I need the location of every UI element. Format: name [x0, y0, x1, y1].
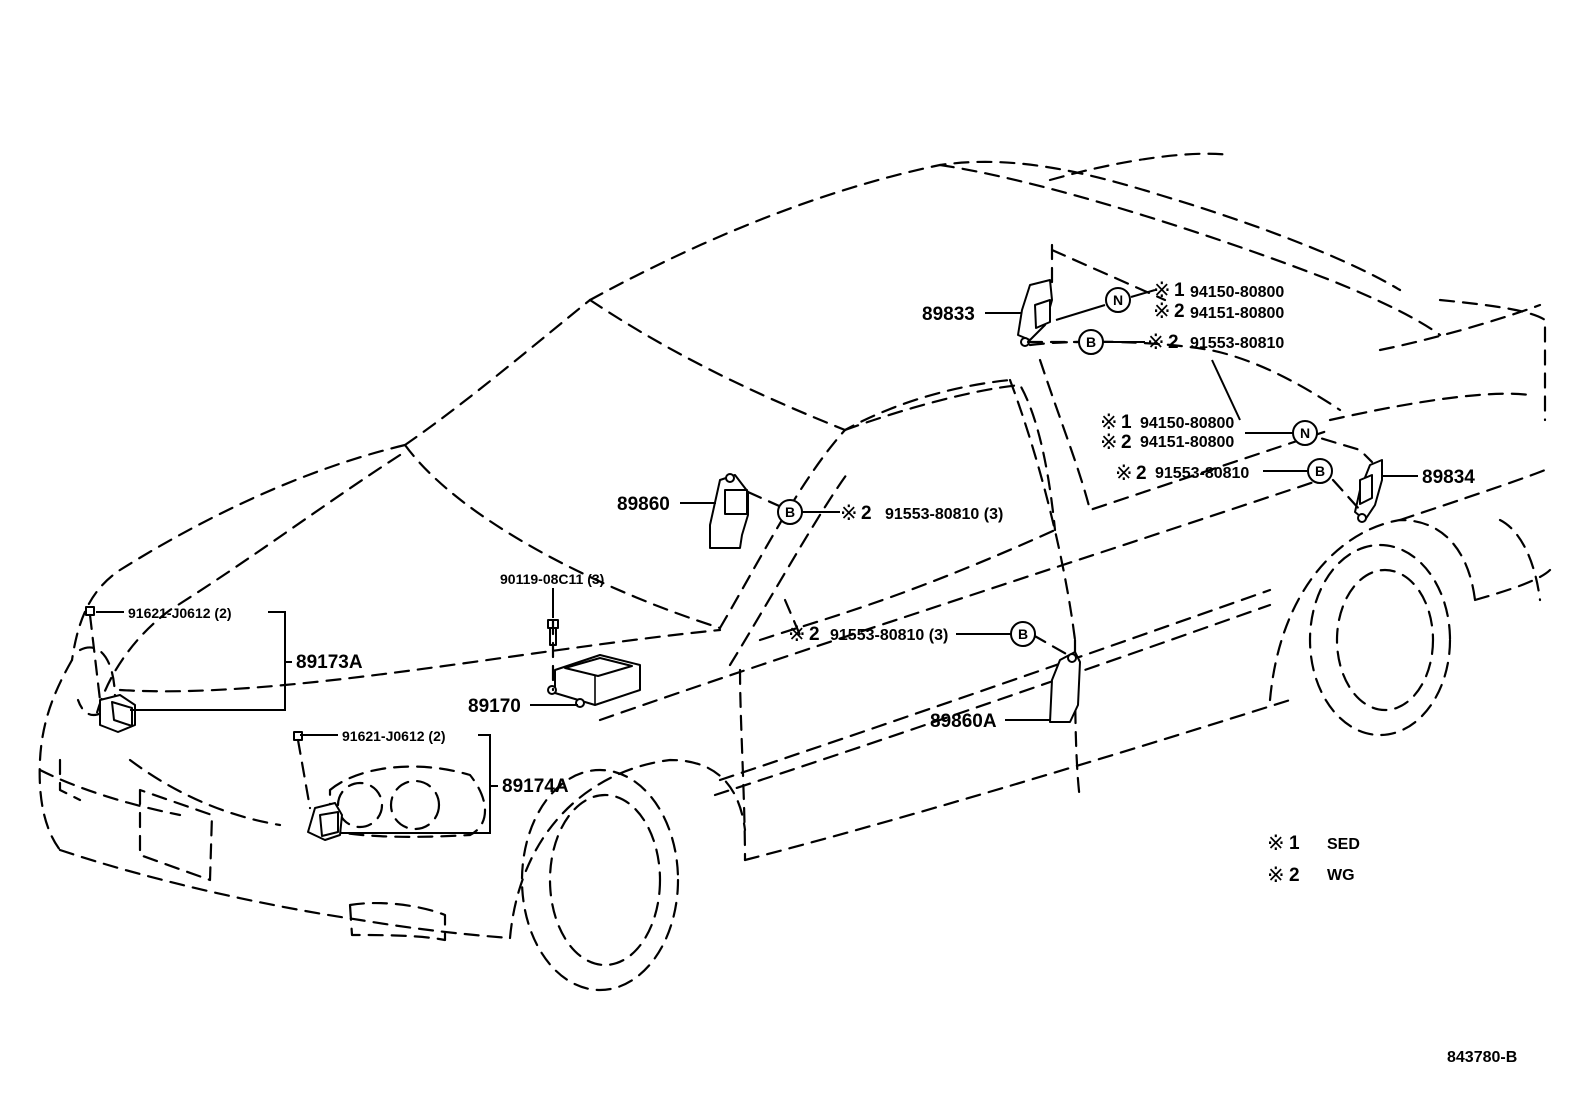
svg-text:※: ※ [1115, 461, 1133, 485]
svg-text:B: B [785, 504, 795, 520]
svg-text:91553-80810 (3): 91553-80810 (3) [885, 506, 1003, 523]
svg-text:1: 1 [1121, 412, 1132, 433]
svg-text:※: ※ [1267, 831, 1285, 855]
svg-text:2: 2 [1136, 463, 1147, 484]
label-89834: 89834 [1422, 467, 1475, 488]
callout-b-mid: B [777, 499, 803, 525]
diagram-id: 843780-B [1447, 1049, 1517, 1066]
svg-text:WG: WG [1327, 867, 1355, 884]
part-89860a-sensor [1049, 651, 1081, 723]
svg-text:SED: SED [1327, 836, 1360, 853]
svg-text:※: ※ [1147, 330, 1165, 354]
svg-text:2: 2 [1174, 301, 1185, 322]
svg-text:B: B [1086, 334, 1096, 350]
svg-text:※: ※ [788, 622, 806, 646]
callout-b-right: B [1307, 458, 1333, 484]
variant-label-top-b: ※ 2 91553-80810 [1147, 330, 1284, 354]
part-89173a-sensor [85, 606, 136, 733]
label-89174a: 89174A [502, 776, 569, 797]
label-89833: 89833 [922, 304, 975, 325]
variant-label-low-b: ※ 2 91553-80810 (3) [788, 622, 948, 646]
callout-n-right: N [1292, 420, 1318, 446]
svg-text:94150-80800: 94150-80800 [1190, 284, 1284, 301]
svg-text:B: B [1315, 463, 1325, 479]
part-89170-airbag-ecu [547, 654, 641, 708]
svg-text:94151-80800: 94151-80800 [1140, 434, 1234, 451]
svg-text:※: ※ [1100, 430, 1118, 454]
svg-text:※: ※ [1153, 278, 1171, 302]
variant-label-right-n2: ※ 2 94151-80800 [1100, 430, 1234, 454]
svg-text:1: 1 [1289, 833, 1300, 854]
svg-text:※: ※ [1267, 863, 1285, 887]
label-screw-91621-front: 91621-J0612 (2) [128, 605, 232, 621]
svg-text:94150-80800: 94150-80800 [1140, 415, 1234, 432]
svg-text:91553-80810: 91553-80810 [1190, 335, 1284, 352]
svg-text:B: B [1018, 626, 1028, 642]
part-89860-sensor [709, 473, 749, 549]
svg-text:※: ※ [1100, 410, 1118, 434]
svg-text:N: N [1113, 292, 1123, 308]
label-screw-91621-lamp: 91621-J0612 (2) [342, 728, 446, 744]
label-89860: 89860 [617, 494, 670, 515]
variant-label-top-n2: ※ 2 94151-80800 [1153, 299, 1284, 323]
svg-text:※: ※ [1153, 299, 1171, 323]
part-89174a-sensor [293, 731, 343, 841]
label-bolt-90119: 90119-08C11 (3) [500, 571, 604, 587]
variant-label-right-b: ※ 2 91553-80810 [1115, 461, 1249, 485]
part-89833-sensor [1017, 279, 1053, 347]
svg-text:91553-80810: 91553-80810 [1155, 465, 1249, 482]
svg-text:N: N [1300, 425, 1310, 441]
callout-n-top: N [1105, 287, 1131, 313]
svg-text:※: ※ [840, 501, 858, 525]
callout-b-low: B [1010, 621, 1036, 647]
variant-label-top-n1: ※ 1 94150-80800 [1153, 278, 1284, 302]
svg-text:1: 1 [1174, 280, 1185, 301]
svg-text:91553-80810 (3): 91553-80810 (3) [830, 627, 948, 644]
svg-text:2: 2 [1289, 865, 1300, 886]
label-89860a: 89860A [930, 711, 997, 732]
label-89170: 89170 [468, 696, 521, 717]
legend-item-sed: ※ 1 SED [1267, 831, 1360, 855]
svg-text:2: 2 [1121, 432, 1132, 453]
callout-b-top: B [1078, 329, 1104, 355]
legend: ※ 1 SED ※ 2 WG [1267, 831, 1360, 887]
variant-label-mid-b: ※ 2 91553-80810 (3) [840, 501, 1003, 525]
leader-lines [96, 289, 1418, 834]
part-89834-sensor [1354, 459, 1383, 523]
label-89173a: 89173A [296, 652, 363, 673]
svg-text:2: 2 [809, 624, 820, 645]
variant-label-right-n1: ※ 1 94150-80800 [1100, 410, 1234, 434]
car-outline [38, 152, 1552, 992]
svg-text:2: 2 [1168, 332, 1179, 353]
svg-text:2: 2 [861, 503, 872, 524]
legend-item-wg: ※ 2 WG [1267, 863, 1355, 887]
svg-text:94151-80800: 94151-80800 [1190, 305, 1284, 322]
